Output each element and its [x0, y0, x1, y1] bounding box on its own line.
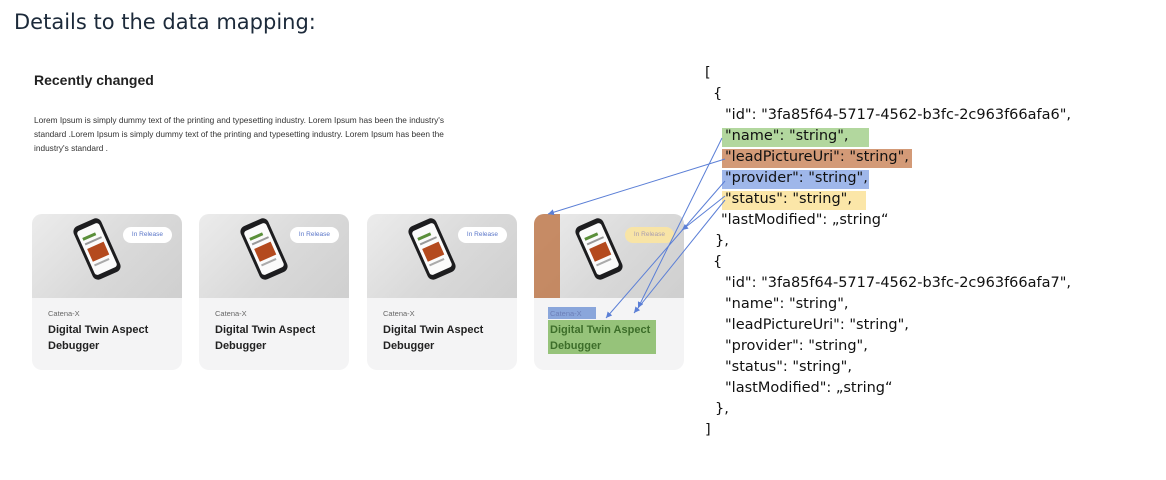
card-provider: Catena-X: [215, 309, 247, 318]
provider-highlight: [548, 307, 596, 319]
json-provider-line: "provider": "string",: [725, 338, 868, 354]
lead-picture-highlight: [534, 214, 560, 298]
card-app-name: Digital Twin Aspect Debugger: [383, 324, 484, 352]
json-close-brace: },: [715, 401, 729, 417]
json-open-bracket: [: [705, 65, 711, 81]
card-provider: Catena-X: [550, 309, 582, 318]
app-card[interactable]: In Release Catena-X Digital Twin Aspect …: [367, 214, 517, 370]
status-badge: In Release: [122, 227, 172, 243]
status-badge: In Release: [289, 227, 339, 243]
card-app-name: Digital Twin Aspect Debugger: [48, 324, 149, 352]
json-close-bracket: ]: [705, 422, 711, 438]
app-card[interactable]: In Release Catena-X Digital Twin Aspect …: [199, 214, 349, 370]
name-highlight: [722, 128, 869, 147]
section-description: Lorem Ipsum is simply dummy text of the …: [34, 115, 445, 153]
json-name-line: "name": "string",: [725, 296, 849, 312]
json-id-line: "id": "3fa85f64-5717-4562-b3fc-2c963f66a…: [725, 107, 1072, 123]
card-lead-picture: In Release: [534, 214, 684, 298]
card-provider: Catena-X: [48, 309, 80, 318]
lead-picture-mapping-arrow: [547, 158, 726, 216]
name-highlight: [548, 320, 656, 354]
card-app-name: Digital Twin Aspect Debugger: [550, 324, 651, 352]
json-name-line: "name": "string",: [725, 128, 849, 144]
json-leadpictureuri-line: "leadPictureUri": "string",: [725, 149, 909, 165]
app-card[interactable]: In Release Catena-X Digital Twin Aspect …: [32, 214, 182, 370]
status-badge: In Release: [624, 227, 674, 243]
json-status-line: "status": "string",: [725, 359, 852, 375]
status-highlight: [722, 191, 866, 210]
name-mapping-arrow: [637, 137, 723, 309]
status-to-card-arrow: [633, 199, 726, 314]
status-mapping-arrow: [681, 195, 726, 231]
json-close-brace: },: [715, 233, 729, 249]
json-open-brace: {: [713, 254, 723, 270]
card-lead-picture: In Release: [199, 214, 349, 298]
json-status-line: "status": "string",: [725, 191, 852, 207]
card-lead-picture: In Release: [32, 214, 182, 298]
section-title: Recently changed: [34, 72, 154, 88]
json-provider-line: "provider": "string",: [725, 170, 868, 186]
json-lastmodified-line: "lastModified": „string“: [725, 380, 893, 396]
json-lastmodified-line: "lastModified": „string“: [721, 212, 889, 228]
provider-mapping-arrow: [605, 180, 726, 319]
card-app-name: Digital Twin Aspect Debugger: [215, 324, 316, 352]
card-provider: Catena-X: [383, 309, 415, 318]
card-lead-picture: In Release: [367, 214, 517, 298]
lead-picture-highlight: [722, 149, 912, 168]
app-card-annotated[interactable]: In Release Catena-X Digital Twin Aspect …: [534, 214, 684, 370]
json-open-brace: {: [713, 86, 723, 102]
json-leadpictureuri-line: "leadPictureUri": "string",: [725, 317, 909, 333]
page-heading: Details to the data mapping:: [14, 10, 316, 34]
json-id-line: "id": "3fa85f64-5717-4562-b3fc-2c963f66a…: [725, 275, 1072, 291]
status-badge: In Release: [457, 227, 507, 243]
provider-highlight: [722, 170, 869, 189]
